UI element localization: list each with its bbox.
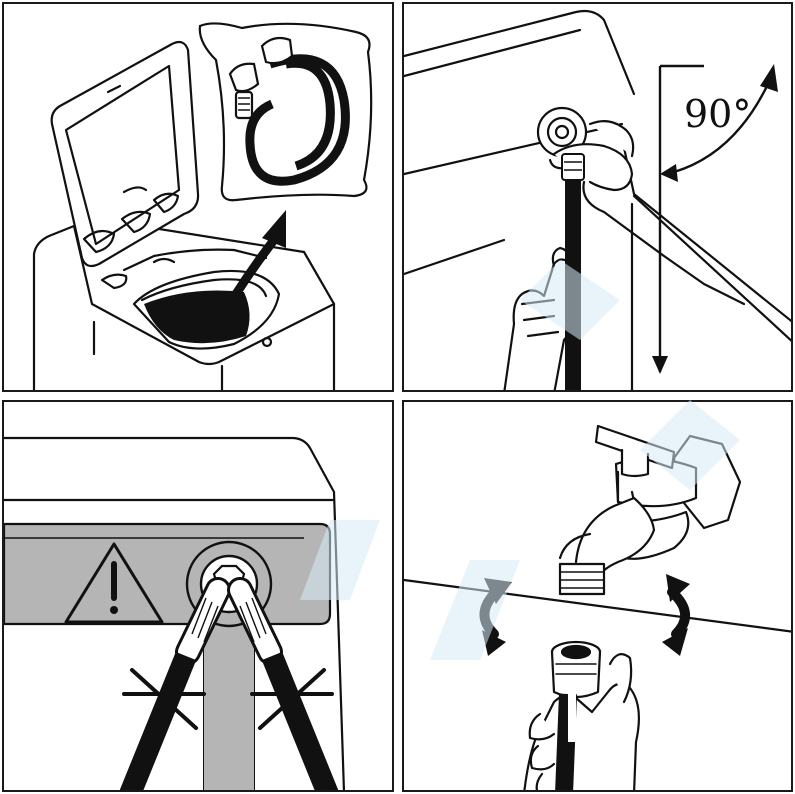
rotate-arrow-icon: [482, 578, 512, 656]
panel-unpack-hose: [2, 2, 394, 392]
hose-angle-drawing: [404, 4, 793, 392]
wrong-angle-drawing: [4, 402, 394, 792]
angle-arrow-head-top: [760, 64, 778, 92]
hose: [565, 164, 581, 392]
washer-open-lid-drawing: [4, 4, 394, 392]
panel-wrong-angles: [2, 400, 394, 792]
tap-connection-drawing: [404, 402, 793, 792]
hose: [564, 694, 568, 792]
angle-label: 90°: [684, 92, 751, 136]
angle-arrow-head-left: [660, 164, 678, 182]
up-arrow-head: [262, 210, 286, 248]
hose-fitting: [562, 154, 584, 180]
rear-panel: [4, 524, 330, 624]
hose-bag: [200, 23, 371, 200]
panel-connect-hose-angle: 90°: [402, 2, 793, 392]
panel-connect-to-tap: [402, 400, 793, 792]
